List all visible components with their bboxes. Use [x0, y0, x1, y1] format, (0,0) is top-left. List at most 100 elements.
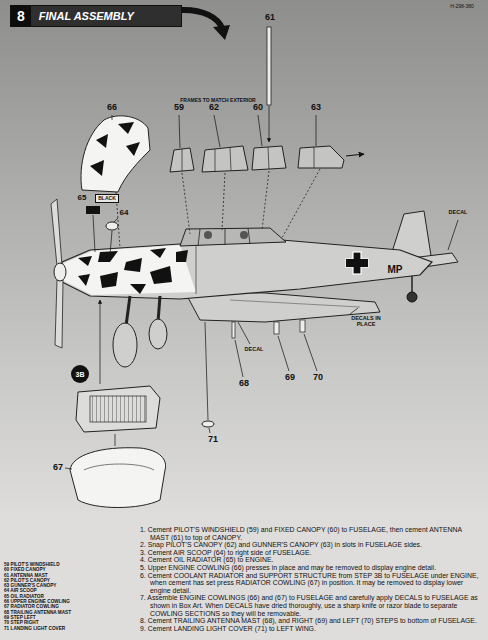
pilots-canopy-part [202, 146, 248, 172]
decal-note: DECALS IN PLACE [349, 316, 383, 328]
callout-number: 63 [311, 103, 321, 112]
instruction-step: 1. Cement PILOT'S WINDSHIELD (59) and FI… [140, 526, 482, 541]
antenna-mast-part [267, 27, 271, 105]
callout-number: 65 [78, 194, 87, 202]
fixed-canopy-part [252, 146, 286, 170]
callout-number: 70 [313, 373, 323, 382]
airplane-canopy [180, 228, 286, 246]
gunners-canopy-part [298, 146, 344, 168]
callout-number: 67 [53, 463, 63, 472]
parts-list-entry: 70 STEP RIGHT [4, 620, 132, 625]
upper-engine-cowling-part [118, 122, 134, 134]
pilots-windshield-part [170, 148, 194, 172]
airplane-fuselage [150, 266, 172, 284]
parts-list-entry: 68 TRAILING ANTENNA MAST [4, 610, 132, 615]
parts-list-entry: 69 STEP LEFT [4, 615, 132, 620]
upper-engine-cowling-part [96, 134, 108, 148]
instruction-step: 7. Assemble ENGINE COWLINGS (66) and (67… [140, 594, 482, 617]
landing-light-cover-part [202, 421, 214, 427]
leader-line [114, 218, 118, 222]
step-part [300, 320, 305, 332]
step-reference-circle: 3B [71, 365, 89, 383]
leader-line [65, 106, 458, 469]
leader-line [110, 231, 112, 255]
callout-number: 62 [209, 103, 219, 112]
callout-number: 59 [174, 103, 184, 112]
trailing-antenna-mast-part [232, 322, 235, 338]
leader-line [269, 106, 270, 142]
fixed-canopy-part [268, 147, 269, 169]
coolant-radiator-part [76, 386, 160, 432]
callout-number: 64 [120, 209, 129, 217]
leader-line [262, 171, 269, 230]
leader-line [182, 173, 190, 234]
parts-list-entry: 64 AIR SCOOP [4, 588, 132, 593]
radiator-cowling-part [70, 448, 166, 508]
fuselage-cross-decal [346, 259, 368, 267]
parts-list-entry: 59 PILOT'S WINDSHIELD [4, 562, 132, 567]
leader-line [209, 428, 210, 433]
fuselage-cross-decal [346, 252, 368, 274]
parts-list-entry: 71 LANDING LIGHT COVER [4, 626, 132, 631]
callout-number: 69 [285, 373, 295, 382]
landing-gear-spat [158, 296, 160, 322]
parts-list-entry: 61 ANTENNA MAST [4, 573, 132, 578]
fuselage-cross-decal [346, 259, 368, 267]
propeller [51, 199, 62, 266]
leader-line [222, 173, 225, 230]
airplane-fuselage [100, 272, 118, 288]
leader-line [304, 334, 317, 371]
parts-list-entry: 65 OIL RADIATOR [4, 594, 132, 599]
landing-gear-spat [113, 296, 167, 367]
pilots-windshield-part [182, 149, 183, 171]
airplane-canopy [180, 228, 286, 246]
pilots-canopy-part [230, 148, 231, 170]
leader-line [179, 115, 180, 148]
oil-radiator-part [86, 206, 100, 214]
callout-number: 60 [253, 103, 263, 112]
air-scoop-part [106, 222, 118, 230]
radiator-cowling-part [84, 464, 154, 470]
decal-note: DECAL [449, 210, 468, 216]
airplane-fuselage [196, 246, 197, 294]
node-text: BLACK [98, 195, 116, 201]
air-scoop-part [106, 222, 118, 230]
airplane-fuselage [62, 239, 432, 299]
leader-line [282, 169, 320, 238]
upper-engine-cowling-part [90, 160, 104, 176]
airplane-fuselage [78, 256, 92, 266]
parts-list-entry: 67 RADIATOR COWLING [4, 604, 132, 609]
pilots-canopy-part [202, 146, 248, 172]
propeller [54, 263, 66, 281]
sheet-number: H-298-380 [450, 4, 474, 9]
step-part [274, 322, 279, 334]
instruction-step: 4. Cement OIL RADIATOR (65) to ENGINE. [140, 556, 482, 564]
leader-line [112, 115, 113, 120]
leader-line [258, 115, 262, 146]
instruction-step: 3. Cement AIR SCOOP (64) to right side o… [140, 549, 482, 557]
pilots-canopy-part [215, 149, 216, 171]
leader-line [235, 340, 243, 377]
parts-list-entry: 66 UPPER ENGINE COWLING [4, 599, 132, 604]
header-swoosh-arrow [180, 10, 222, 28]
callout-number: 71 [208, 435, 218, 444]
trailing-antenna-mast-part [232, 322, 235, 338]
header-swoosh-arrow [213, 25, 230, 40]
leader-line [100, 300, 101, 384]
landing-gear-spat [113, 323, 137, 367]
coolant-radiator-part [76, 386, 160, 432]
instruction-step: 5. Upper ENGINE COWLING (66) presses in … [140, 564, 482, 572]
coolant-radiator-part [90, 396, 146, 422]
upper-engine-cowling-part [81, 116, 150, 192]
airplane-fuselage [176, 250, 188, 262]
instruction-step: 2. Snap PILOT'S CANOPY (62) and GUNNER'S… [140, 541, 482, 549]
pilots-windshield-part [170, 148, 194, 172]
gunners-canopy-part [298, 146, 364, 168]
landing-gear-spat [149, 319, 167, 349]
step-part [274, 320, 305, 334]
airplane-canopy [240, 231, 248, 239]
instruction-step: 8. Cement TRAILING ANTENNA MAST (68), an… [140, 617, 482, 625]
airplane-fuselage [64, 245, 196, 295]
airplane-canopy [204, 231, 212, 239]
leader-line [350, 308, 358, 314]
